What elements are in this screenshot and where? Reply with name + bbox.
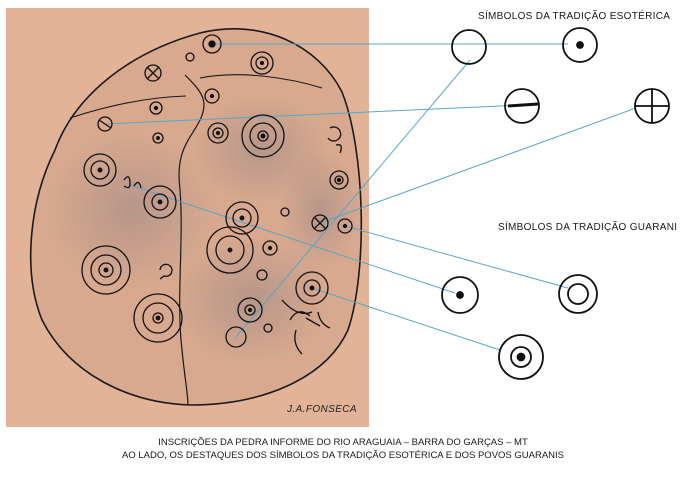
petroglyph-dot bbox=[153, 105, 159, 111]
esoteric-symbols bbox=[451, 27, 670, 124]
connector-line bbox=[319, 107, 637, 224]
petroglyph-circle bbox=[249, 122, 277, 150]
petroglyph-dot bbox=[97, 167, 103, 173]
petroglyph-circle bbox=[152, 132, 164, 144]
petroglyph-circle bbox=[337, 218, 353, 234]
petroglyph-arc bbox=[159, 263, 173, 280]
petroglyph-circle bbox=[204, 88, 220, 104]
petroglyph-arc bbox=[335, 144, 342, 154]
petroglyph-scribble bbox=[281, 299, 331, 355]
petroglyph-dot bbox=[155, 315, 161, 321]
petroglyph-dot bbox=[157, 199, 163, 205]
target-symbol bbox=[498, 334, 544, 380]
petroglyph-circle bbox=[256, 269, 268, 281]
stone-shadow bbox=[280, 150, 360, 270]
petroglyph-circle bbox=[250, 51, 274, 75]
petroglyph-dot bbox=[247, 307, 253, 313]
caption: INSCRIÇÕES DA PEDRA INFORME DO RIO ARAGU… bbox=[0, 436, 686, 462]
petroglyph-stroke bbox=[98, 119, 112, 129]
petroglyph-circle bbox=[90, 160, 110, 180]
petroglyph-dot bbox=[336, 177, 342, 183]
petroglyph-circle bbox=[329, 170, 349, 190]
circle-symbol bbox=[451, 29, 487, 65]
stone-crack bbox=[69, 95, 187, 119]
dot-circle-symbol bbox=[441, 276, 479, 314]
petroglyph-stroke bbox=[313, 216, 327, 230]
petroglyph-circle bbox=[303, 279, 321, 297]
petroglyph-circle bbox=[143, 185, 177, 219]
petroglyph-circle bbox=[212, 127, 224, 139]
connector-line bbox=[235, 59, 471, 338]
petroglyph-circle bbox=[255, 56, 269, 70]
petroglyph-circle-cross bbox=[144, 64, 162, 82]
connector-lines bbox=[104, 43, 637, 351]
petroglyph-dot bbox=[156, 136, 160, 140]
guarani-symbols bbox=[441, 274, 598, 380]
petroglyph-circle bbox=[280, 207, 290, 217]
circle-bar-symbol bbox=[504, 88, 540, 124]
petroglyph-circle-bar bbox=[97, 116, 113, 132]
petroglyph-circle bbox=[83, 153, 117, 187]
petroglyph-circle bbox=[81, 245, 131, 295]
petroglyphs bbox=[81, 34, 353, 355]
petroglyph-dot bbox=[239, 215, 245, 221]
petroglyph-circle bbox=[334, 175, 344, 185]
petroglyph-circle bbox=[206, 226, 254, 274]
caption-line-2: AO LADO, OS DESTAQUES DOS SÍMBOLOS DA TR… bbox=[121, 450, 565, 461]
petroglyph-circle bbox=[232, 208, 252, 228]
petroglyph-circle bbox=[225, 326, 247, 348]
petroglyph-circle bbox=[215, 235, 245, 265]
petroglyph-dot bbox=[215, 130, 221, 136]
circle-dot-symbol bbox=[562, 27, 598, 63]
petroglyph-dot bbox=[267, 245, 273, 251]
petroglyph-circle bbox=[225, 201, 259, 235]
connector-line bbox=[129, 184, 456, 294]
petroglyph-circle bbox=[262, 240, 278, 256]
petroglyph-circle bbox=[202, 34, 222, 54]
petroglyph-circle bbox=[207, 122, 229, 144]
connector-line bbox=[344, 225, 569, 289]
petroglyph-circle bbox=[185, 52, 195, 62]
petroglyph-circle bbox=[152, 312, 164, 324]
petroglyph-circle bbox=[263, 323, 273, 333]
petroglyph-dot bbox=[260, 133, 266, 139]
esoteric-title: SÍMBOLOS DA TRADIÇÃO ESOTÉRICA bbox=[478, 11, 671, 22]
stone-crack bbox=[199, 74, 323, 89]
petroglyph-arc bbox=[133, 181, 142, 189]
circle-cross-symbol bbox=[634, 88, 670, 124]
stone-shadow bbox=[45, 130, 215, 290]
petroglyph-circle bbox=[257, 130, 269, 142]
petroglyph-circle bbox=[237, 297, 263, 323]
artist-signature: J.A.FONSECA bbox=[287, 404, 357, 415]
petroglyph-arc bbox=[123, 176, 131, 189]
petroglyph-dot bbox=[259, 60, 265, 66]
guarani-title: SÍMBOLOS DA TRADIÇÃO GUARANI bbox=[498, 222, 678, 233]
petroglyph-dot bbox=[227, 247, 233, 253]
petroglyph-circle bbox=[244, 304, 256, 316]
petroglyph-dot bbox=[208, 40, 216, 48]
petroglyph-dot bbox=[209, 93, 215, 99]
petroglyph-circle bbox=[133, 293, 183, 343]
petroglyph-circle bbox=[142, 302, 174, 334]
petroglyph-circle-cross bbox=[311, 214, 329, 232]
caption-line-1: INSCRIÇÕES DA PEDRA INFORME DO RIO ARAGU… bbox=[158, 437, 528, 448]
double-circle-symbol bbox=[558, 274, 598, 314]
petroglyph-arc bbox=[327, 126, 342, 142]
petroglyph-circle bbox=[241, 114, 285, 158]
connector-line bbox=[311, 287, 501, 351]
petroglyph-circle bbox=[295, 271, 329, 305]
petroglyph-stroke bbox=[146, 66, 160, 80]
petroglyph-circle bbox=[151, 193, 169, 211]
petroglyph-circle bbox=[90, 254, 122, 286]
petroglyph-dot bbox=[342, 223, 348, 229]
connector-line bbox=[104, 104, 523, 125]
petroglyph-dot bbox=[309, 285, 315, 291]
petroglyph-dot bbox=[103, 267, 109, 273]
petroglyph-circle bbox=[98, 262, 114, 278]
stone-shadow bbox=[170, 235, 330, 365]
petroglyph-circle bbox=[149, 101, 163, 115]
